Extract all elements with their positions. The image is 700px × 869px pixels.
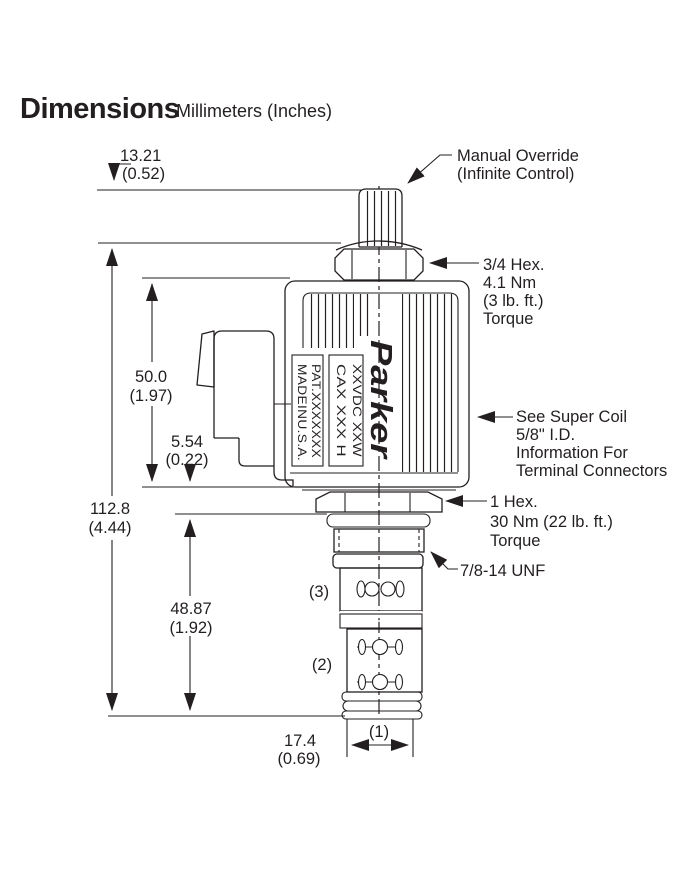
solenoid-coil: PAT.XXXXXXX MADEINU.S.A. XXVDC XXW CAX X… (284, 280, 470, 491)
voltage-rating-text: XXVDC XXW (350, 364, 364, 457)
terminal-connector (196, 330, 294, 486)
supercoil-line2: 5/8" I.D. (516, 426, 575, 444)
hex-nut-3-4 (334, 248, 424, 281)
patent-label-plate (291, 354, 324, 467)
manual-override-knob (335, 188, 423, 251)
dimension-labels: 13.21 (0.52) 50.0 (1.97) 5.54 (0.22) 112… (88, 147, 320, 768)
thread-label: 7/8-14 UNF (460, 562, 545, 580)
hex34-line4: Torque (483, 310, 533, 328)
port-1-label: (1) (369, 723, 389, 741)
supercoil-line4: Terminal Connectors (516, 462, 667, 480)
manual-override-line2: (Infinite Control) (457, 165, 574, 183)
o-ring-bottom (342, 700, 422, 712)
hex34-line1: 3/4 Hex. (483, 256, 544, 274)
hex34-line2: 4.1 Nm (483, 274, 536, 292)
dim-coil-in: (1.97) (129, 387, 172, 405)
supercoil-line1: See Super Coil (516, 408, 627, 426)
cartridge-valve-body (315, 491, 443, 720)
page-title: Dimensions (20, 93, 179, 125)
extension-lines (97, 189, 414, 757)
cross-drilled-holes-row1 (357, 638, 404, 656)
supercoil-line3: Information For (516, 444, 628, 462)
dim-override-in: (0.52) (122, 165, 165, 183)
dim-coil-mm: 50.0 (135, 368, 167, 386)
rating-label-plate (328, 354, 364, 467)
callout-leaders (407, 154, 513, 570)
callout-labels: Manual Override (Infinite Control) 3/4 H… (457, 147, 667, 580)
dim-connector-mm: 5.54 (171, 433, 203, 451)
o-ring-middle (339, 613, 423, 629)
dim-overall-in: (4.44) (88, 519, 131, 537)
hex34-line3: (3 lb. ft.) (483, 292, 544, 310)
dim-cartridge-in: (1.92) (169, 619, 212, 637)
coil-ribs-center (358, 294, 372, 336)
hex1-line2: 30 Nm (22 lb. ft.) (490, 513, 613, 531)
coil-ribs-left (306, 294, 354, 348)
dim-diameter-mm: 17.4 (284, 732, 316, 750)
o-ring-top (326, 513, 431, 528)
port3-holes (356, 580, 405, 598)
page-subtitle: Millimeters (Inches) (176, 101, 332, 121)
hex1-line3: Torque (490, 532, 540, 550)
cross-drilled-holes-row2 (357, 673, 404, 691)
patent-text: PAT.XXXXXXX (309, 364, 323, 458)
port-labels: (3) (2) (1) (309, 583, 389, 741)
coil-ribs-right (402, 294, 456, 472)
manual-override-line1: Manual Override (457, 147, 579, 165)
dim-connector-in: (0.22) (165, 451, 208, 469)
port-3-label: (3) (309, 583, 329, 601)
port-2-label: (2) (312, 656, 332, 674)
thread-section (333, 528, 425, 553)
hex1-line1: 1 Hex. (490, 493, 538, 511)
made-in-usa-text: MADEINU.S.A. (295, 364, 309, 461)
dim-diameter-in: (0.69) (277, 750, 320, 768)
hex-nut-1 (315, 491, 443, 513)
parker-logo: Parker (364, 340, 399, 460)
dimension-lines (106, 163, 409, 751)
dim-overall-mm: 112.8 (90, 500, 130, 518)
coil-model-text: CAX XXX H (334, 364, 348, 457)
dim-override-mm: 13.21 (120, 147, 161, 165)
dim-cartridge-mm: 48.87 (170, 600, 211, 618)
